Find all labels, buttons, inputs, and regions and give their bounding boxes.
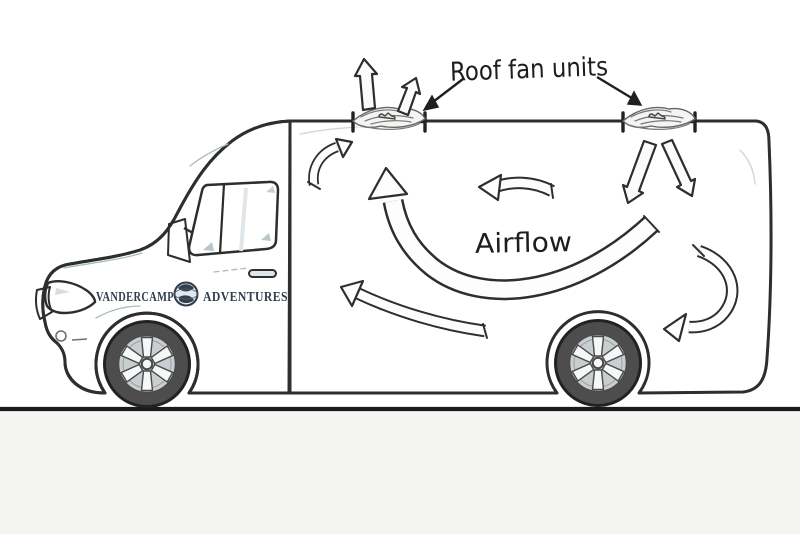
van-cab: [41, 119, 292, 395]
logo-word-left: VANDERCAMP: [96, 289, 174, 304]
fog-light: [55, 330, 67, 342]
exhaust-arrow-up: [353, 57, 379, 112]
airflow-arrow-forward: [477, 173, 555, 202]
label-pointer-arrows: [422, 75, 643, 112]
roof-fan-label: Roof fan units: [450, 52, 609, 87]
vandercamp-logo: VANDERCAMP ADVENTURES: [96, 281, 288, 307]
airflow-arrow-small-front: [307, 137, 354, 190]
logo-word-right: ADVENTURES: [203, 289, 288, 304]
window-streak: [239, 187, 248, 252]
window-reflection-mark: [203, 242, 214, 251]
cab-side-window: [187, 180, 280, 257]
front-wheel: [103, 320, 191, 408]
window-reflection-mark: [261, 233, 271, 241]
rear-wheel: [554, 319, 642, 407]
window-reflection-mark: [266, 186, 275, 193]
front-details: [35, 280, 97, 342]
globe-icon: [173, 281, 199, 307]
side-mirror: [167, 218, 194, 263]
airflow-arrow-floor: [339, 279, 488, 339]
airflow-arrow-rear-curl: [662, 244, 739, 343]
below-ground-area: [0, 411, 800, 534]
exhaust-arrow-up-right: [396, 76, 422, 117]
cab-divider-line: [287, 120, 292, 395]
airflow-label: Airflow: [475, 227, 573, 260]
window-glass: [187, 180, 280, 257]
headlight: [44, 280, 97, 315]
front-nose-trim: [35, 286, 53, 320]
mirror-glass-housing: [167, 218, 191, 263]
window-divider: [218, 183, 226, 254]
door-handle: [248, 269, 277, 278]
intake-arrow-down-left: [621, 139, 658, 205]
bumper-line: [71, 338, 88, 341]
sketch-details: [63, 126, 756, 319]
roof-fan-label-group: Roof fan units: [422, 52, 643, 112]
airflow-arrow-main-sweep: [367, 166, 660, 301]
intake-arrow-down-right: [660, 138, 697, 198]
headlight-reflection: [55, 288, 70, 295]
roof-fan-rear: [622, 106, 696, 131]
